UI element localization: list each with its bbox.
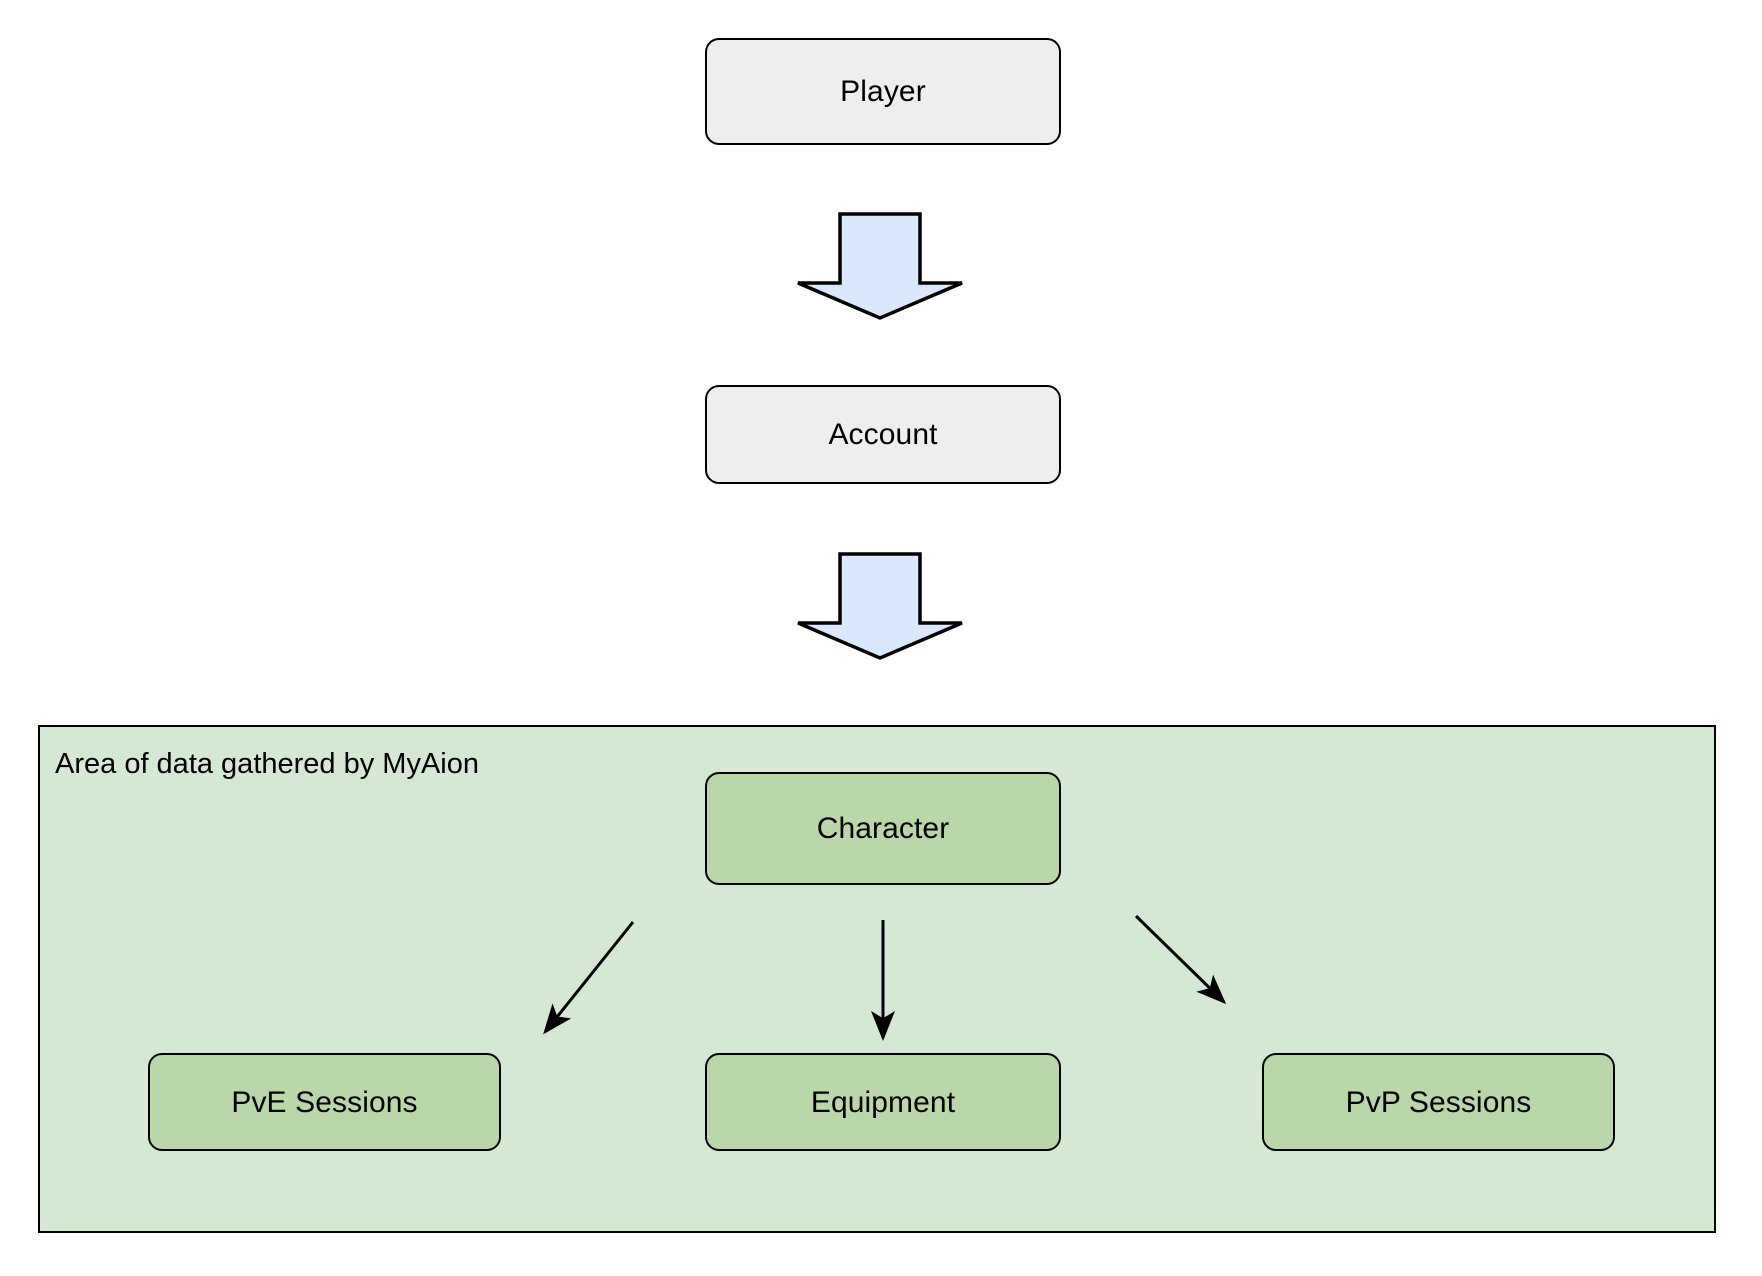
node-pve-sessions[interactable]: PvE Sessions: [148, 1053, 501, 1151]
node-player-label: Player: [840, 75, 926, 108]
container-label: Area of data gathered by MyAion: [55, 748, 479, 780]
node-account-label: Account: [828, 418, 938, 451]
block-arrow-shape: [797, 552, 963, 660]
node-player[interactable]: Player: [705, 38, 1061, 145]
node-character-label: Character: [816, 812, 950, 845]
node-equipment[interactable]: Equipment: [705, 1053, 1061, 1151]
node-pvp-sessions-label: PvP Sessions: [1345, 1085, 1532, 1119]
node-equipment-label: Equipment: [810, 1085, 956, 1119]
node-character[interactable]: Character: [705, 772, 1061, 885]
block-arrow-player-to-account: [797, 212, 963, 320]
block-arrow-account-to-character: [797, 552, 963, 660]
node-pve-sessions-label: PvE Sessions: [231, 1085, 418, 1119]
node-account[interactable]: Account: [705, 385, 1061, 484]
node-pvp-sessions[interactable]: PvP Sessions: [1262, 1053, 1615, 1151]
block-arrow-shape: [797, 212, 963, 320]
